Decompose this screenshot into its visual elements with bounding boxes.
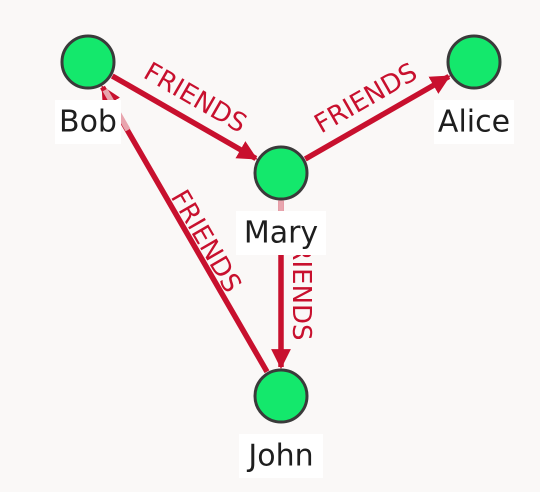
node-label-background	[236, 211, 326, 255]
node-label-background	[55, 100, 121, 144]
node-circle[interactable]	[253, 368, 309, 424]
node-john[interactable]: John	[239, 368, 323, 478]
node-label-background	[239, 434, 323, 478]
node-circle[interactable]	[446, 34, 502, 90]
node-label: John	[246, 439, 313, 474]
node-circle[interactable]	[60, 34, 116, 90]
node-bob[interactable]: Bob	[55, 34, 121, 144]
edge-line	[303, 74, 451, 162]
node-mary[interactable]: Mary	[236, 145, 326, 255]
edge-line	[110, 73, 258, 161]
node-label: Mary	[244, 216, 318, 251]
node-circle[interactable]	[253, 145, 309, 201]
edge-mary-alice: FRIENDS	[303, 57, 451, 162]
edge-label: FRIENDS	[164, 185, 247, 298]
node-label-background	[434, 100, 514, 144]
node-alice[interactable]: Alice	[434, 34, 514, 144]
edge-line	[100, 85, 270, 374]
node-label: Bob	[59, 105, 117, 140]
node-label: Alice	[438, 105, 510, 140]
